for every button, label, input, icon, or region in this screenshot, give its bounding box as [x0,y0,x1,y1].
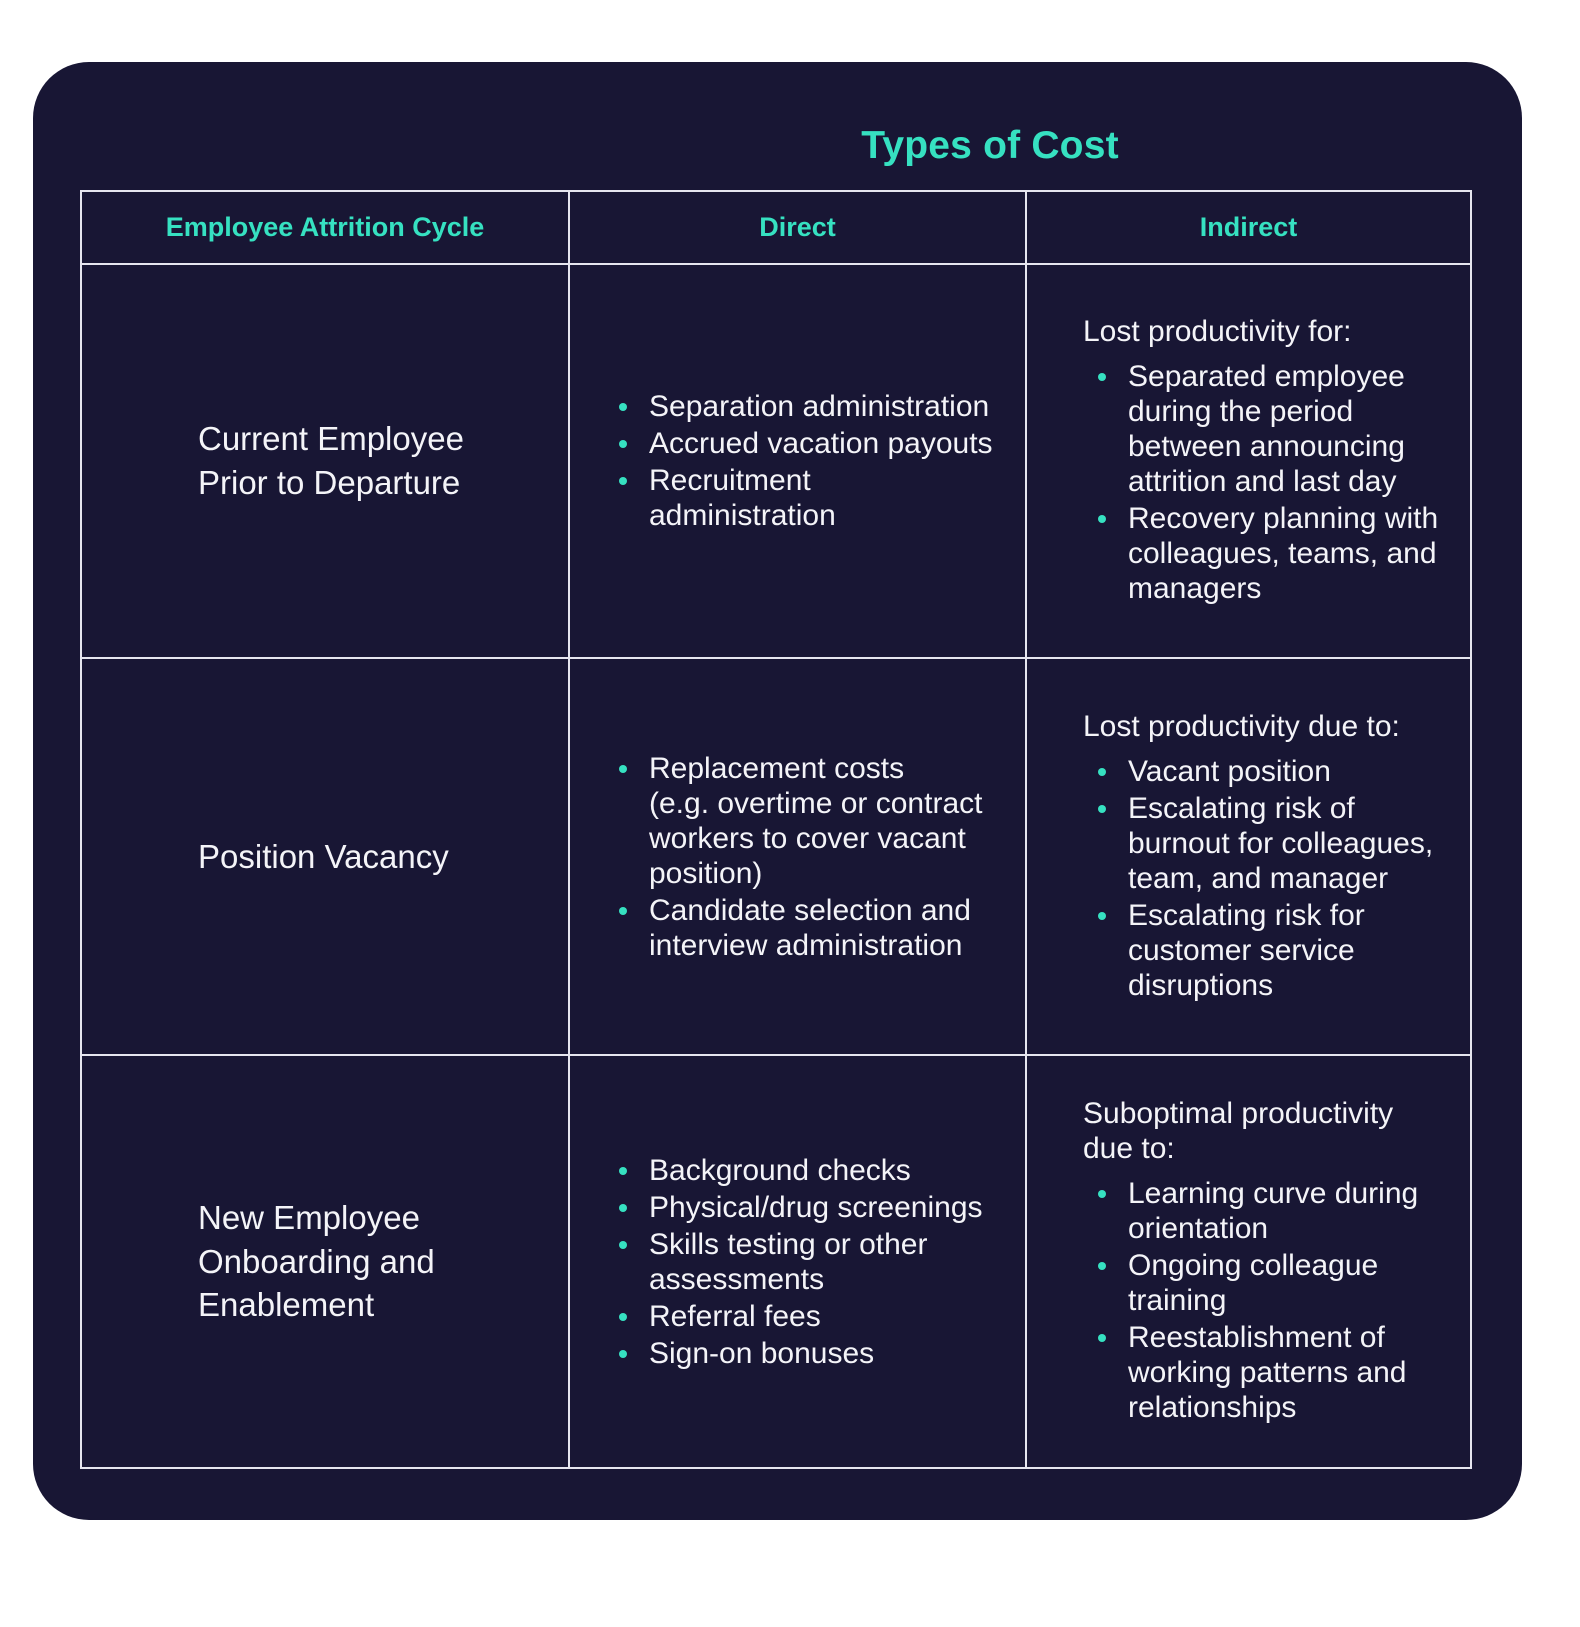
bullet-icon [619,1349,627,1358]
direct-cell-row-3: Background checks Physical/drug screenin… [570,1056,1025,1467]
bullet-icon [1098,804,1106,813]
bullet-icon [1098,767,1106,776]
bullet-icon [619,764,627,773]
cell-intro: Lost productivity due to: [1083,709,1400,743]
bullet-text: Recruitment administration [649,464,836,532]
stage-cell-new-employee-onboarding: New Employee Onboarding and Enablement [82,1056,568,1467]
bullet-text: Recovery planning with colleagues, teams… [1128,502,1439,605]
direct-cell-row-1: Separation administration Accrued vacati… [570,265,1025,657]
bullet-icon [1098,373,1106,381]
indirect-cell-row-1: Lost productivity for: Separated employe… [1027,265,1470,657]
bullet-text: Separated employee during the period bet… [1128,360,1405,498]
list-item: Reestablishment of working patterns and … [1095,1320,1444,1425]
bullet-icon [619,1203,627,1212]
types-of-cost-table: Employee Attrition Cycle Direct Indirect… [80,190,1472,1469]
cell-intro: Suboptimal productivity due to: [1083,1097,1394,1165]
bullet-text: Referral fees [649,1299,821,1333]
list-item: Candidate selection and interview admini… [616,893,999,963]
stage-label: New Employee Onboarding and Enablement [198,1199,435,1324]
list-item: Sign-on bonuses [616,1336,999,1371]
bullet-icon [619,477,627,485]
bullet-icon [619,906,627,915]
list-item: Referral fees [616,1299,999,1334]
list-item: Accrued vacation payouts [616,426,999,461]
list-item: Physical/drug screenings [616,1190,999,1225]
bullet-text: Skills testing or other assessments [649,1227,928,1296]
list-item: Ongoing colleague training [1095,1248,1444,1318]
bullet-icon [1098,1334,1106,1342]
column-header-direct: Direct [570,192,1025,263]
list-item: Recruitment administration [616,463,999,533]
bullet-list: Vacant position Escalating risk of burno… [1083,752,1444,1005]
list-item: Vacant position [1095,754,1444,789]
bullet-icon [1098,1190,1106,1198]
bullet-text: Ongoing colleague training [1128,1249,1379,1317]
bullet-text: Vacant position [1128,754,1331,788]
bullet-icon [619,403,627,411]
direct-cell-row-2: Replacement costs (e.g. overtime or cont… [570,659,1025,1054]
bullet-text: Physical/drug screenings [649,1190,983,1224]
bullet-list: Learning curve during orientation Ongoin… [1083,1174,1444,1427]
list-item: Separated employee during the period bet… [1095,359,1444,499]
stage-cell-current-employee: Current Employee Prior to Departure [82,265,568,657]
bullet-text: Reestablishment of working patterns and … [1128,1321,1407,1424]
stage-cell-position-vacancy: Position Vacancy [82,659,568,1054]
bullet-icon [619,1166,627,1175]
column-header-label: Indirect [1199,212,1298,242]
indirect-cell-row-2: Lost productivity due to: Vacant positio… [1027,659,1470,1054]
bullet-text: Learning curve during orientation [1128,1177,1419,1245]
list-item: Replacement costs (e.g. overtime or cont… [616,751,999,891]
indirect-cell-row-3: Suboptimal productivity due to: Learning… [1027,1056,1470,1467]
bullet-text: Sign-on bonuses [649,1336,875,1370]
column-header-label: Employee Attrition Cycle [165,212,485,242]
bullet-list: Separated employee during the period bet… [1083,357,1444,608]
bullet-text: Candidate selection and interview admini… [649,893,971,962]
bullet-icon [1098,515,1106,523]
list-item: Skills testing or other assessments [616,1227,999,1297]
bullet-list: Separation administration Accrued vacati… [616,387,999,535]
list-item: Learning curve during orientation [1095,1176,1444,1246]
bullet-text: Replacement costs (e.g. overtime or cont… [649,751,983,890]
list-item: Escalating risk of burnout for colleague… [1095,791,1444,896]
bullet-icon [619,1240,627,1249]
list-item: Escalating risk for customer service dis… [1095,898,1444,1003]
list-item: Recovery planning with colleagues, teams… [1095,501,1444,606]
bullet-icon [619,440,627,448]
bullet-text: Escalating risk for customer service dis… [1128,898,1365,1002]
stage-label: Position Vacancy [198,837,449,875]
bullet-icon [1098,911,1106,920]
bullet-text: Separation administration [649,390,990,423]
bullet-icon [1098,1262,1106,1270]
bullet-text: Accrued vacation payouts [649,427,993,460]
list-item: Background checks [616,1153,999,1188]
column-header-indirect: Indirect [1027,192,1470,263]
bullet-icon [619,1312,627,1321]
stage-label: Current Employee Prior to Departure [198,420,464,501]
page-title: Types of Cost [861,124,1119,167]
cost-card: Types of Cost Employee Attrition Cycle D… [33,62,1522,1520]
column-header-label: Direct [759,212,836,242]
bullet-list: Replacement costs (e.g. overtime or cont… [616,749,999,965]
column-header-attrition-cycle: Employee Attrition Cycle [82,192,568,263]
cell-intro: Lost productivity for: [1083,315,1352,348]
bullet-text: Background checks [649,1153,911,1187]
list-item: Separation administration [616,389,999,424]
bullet-list: Background checks Physical/drug screenin… [616,1151,999,1373]
bullet-text: Escalating risk of burnout for colleague… [1128,791,1434,895]
